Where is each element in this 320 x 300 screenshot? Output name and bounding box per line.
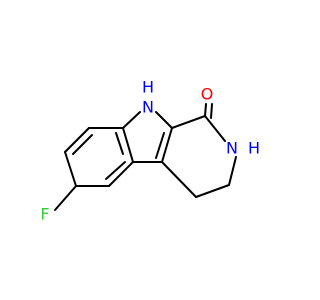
bond <box>54 185 77 211</box>
nh-amide-h-label: H <box>248 139 260 158</box>
carbonyl-bond <box>210 103 213 119</box>
bond <box>161 127 173 163</box>
bond <box>171 115 206 129</box>
fluorine-label: F <box>40 205 49 224</box>
nh-amide-n-label: N <box>226 139 238 158</box>
bond <box>122 111 141 129</box>
molecule-canvas: H N O N H F <box>40 78 260 224</box>
bond <box>108 161 134 187</box>
nh-indole-n-label: N <box>142 98 154 117</box>
double-bond-inner <box>155 132 165 159</box>
bond <box>64 127 90 153</box>
nh-indole-h-label: H <box>142 78 154 97</box>
oxygen-label: O <box>201 85 214 104</box>
bond <box>195 184 230 198</box>
bond <box>64 151 77 187</box>
bond <box>161 161 197 198</box>
double-bond-inner <box>72 134 93 155</box>
bond <box>122 127 134 163</box>
bond <box>155 111 173 129</box>
structure-diagram: H N O N H F <box>40 78 260 224</box>
double-bond-inner <box>115 132 124 155</box>
bond <box>204 115 226 142</box>
carbonyl-bond <box>204 103 207 117</box>
double-bond-inner <box>105 161 126 180</box>
bond <box>228 156 237 186</box>
